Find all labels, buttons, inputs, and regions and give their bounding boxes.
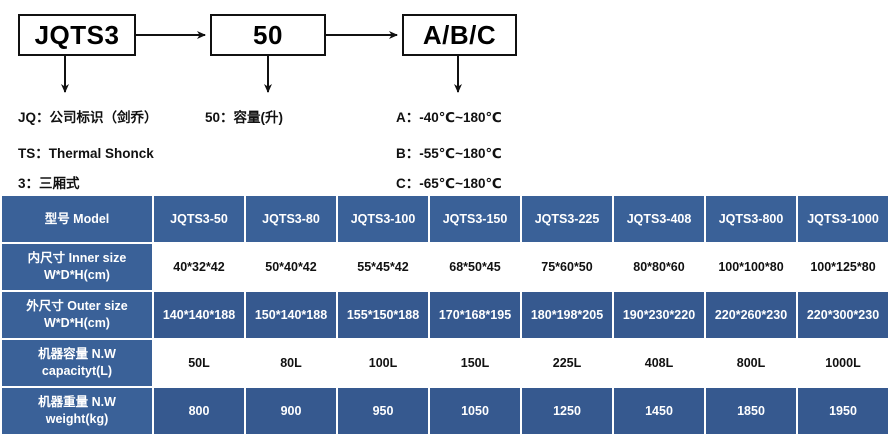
table-cell: 100*100*80: [706, 244, 796, 290]
row-label-line1: 内尺寸 Inner size: [27, 251, 127, 266]
table-cell: 50*40*42: [246, 244, 336, 290]
diagram-box-capacity: 50: [210, 14, 326, 56]
diagram-box-temperature: A/B/C: [402, 14, 517, 56]
header-model-3: JQTS3-100: [338, 196, 428, 242]
header-model-6: JQTS3-408: [614, 196, 704, 242]
table-cell: 800L: [706, 340, 796, 386]
table-cell: 1000L: [798, 340, 888, 386]
table-cell: 1050: [430, 388, 520, 434]
table-cell: 220*260*230: [706, 292, 796, 338]
diagram-box-model: JQTS3: [18, 14, 136, 56]
row-label-line2: W*D*H(cm): [44, 268, 110, 282]
legend-temp-a: A：-40℃~180℃: [396, 110, 502, 125]
table-cell: 1250: [522, 388, 612, 434]
table-cell: 180*198*205: [522, 292, 612, 338]
table-cell: 40*32*42: [154, 244, 244, 290]
legend-ts: TS：Thermal Shonck: [18, 146, 154, 161]
row-label-line1: 机器容量 N.W: [38, 347, 116, 362]
table-cell: 190*230*220: [614, 292, 704, 338]
legend-jq: JQ：公司标识（剑乔）: [18, 110, 158, 125]
table-cell: 150L: [430, 340, 520, 386]
table-cell: 950: [338, 388, 428, 434]
table-cell: 100L: [338, 340, 428, 386]
row-label-line2: W*D*H(cm): [44, 316, 110, 330]
legend-three-zone: 3：三厢式: [18, 176, 80, 191]
header-model-5: JQTS3-225: [522, 196, 612, 242]
table-cell: 900: [246, 388, 336, 434]
nomenclature-diagram: JQTS3 50 A/B/C JQ：公司标识（剑乔） TS：Thermal Sh…: [0, 0, 890, 192]
header-model-7: JQTS3-800: [706, 196, 796, 242]
header-model-1: JQTS3-50: [154, 196, 244, 242]
table-cell: 408L: [614, 340, 704, 386]
header-model-2: JQTS3-80: [246, 196, 336, 242]
row-label-line1: 机器重量 N.W: [38, 395, 116, 410]
table-cell: 80L: [246, 340, 336, 386]
table-cell: 55*45*42: [338, 244, 428, 290]
table-cell: 80*80*60: [614, 244, 704, 290]
header-model-8: JQTS3-1000: [798, 196, 888, 242]
row-label-line2: capacityt(L): [41, 364, 113, 378]
legend-temp-c: C：-65℃~180℃: [396, 176, 502, 191]
row-label: 机器容量 N.W capacityt(L): [2, 340, 152, 386]
header-model-4: JQTS3-150: [430, 196, 520, 242]
table-cell: 1950: [798, 388, 888, 434]
table-cell: 800: [154, 388, 244, 434]
row-label-line1: 外尺寸 Outer size: [26, 299, 128, 314]
table-cell: 155*150*188: [338, 292, 428, 338]
table-cell: 75*60*50: [522, 244, 612, 290]
table-cell: 140*140*188: [154, 292, 244, 338]
header-label-model: 型号 Model: [2, 196, 152, 242]
table-cell: 100*125*80: [798, 244, 888, 290]
legend-capacity: 50：容量(升): [205, 110, 284, 125]
table-cell: 50L: [154, 340, 244, 386]
table-cell: 170*168*195: [430, 292, 520, 338]
table-cell: 1850: [706, 388, 796, 434]
table-cell: 1450: [614, 388, 704, 434]
table-cell: 220*300*230: [798, 292, 888, 338]
row-label-line2: weight(kg): [45, 412, 109, 426]
table-cell: 68*50*45: [430, 244, 520, 290]
table-cell: 150*140*188: [246, 292, 336, 338]
table-cell: 225L: [522, 340, 612, 386]
legend-temp-b: B：-55℃~180℃: [396, 146, 502, 161]
row-label: 机器重量 N.W weight(kg): [2, 388, 152, 434]
